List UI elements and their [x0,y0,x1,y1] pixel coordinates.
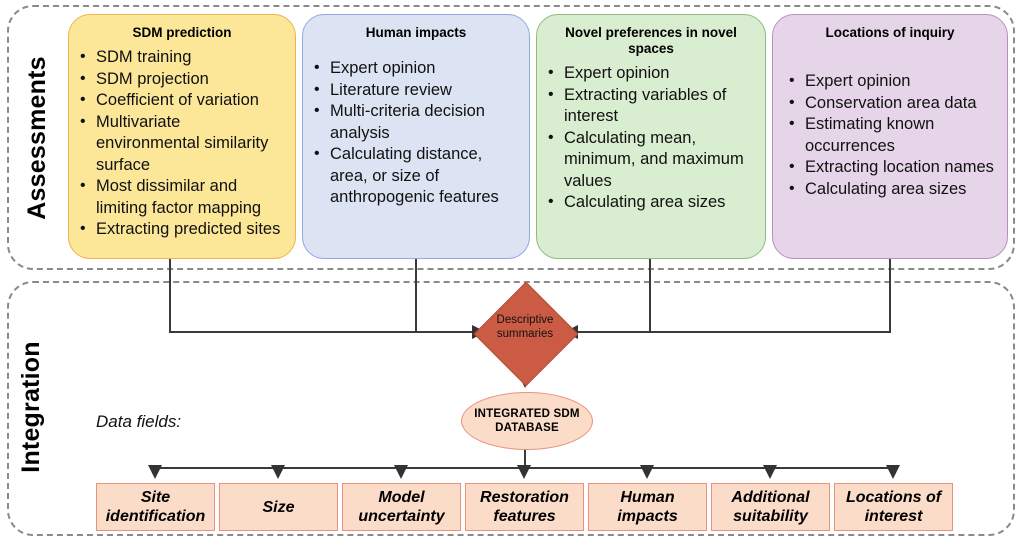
list-item: Estimating known occurrences [781,113,999,157]
list-item: Expert opinion [311,57,521,80]
field-box-model-uncertainty: Model uncertainty [342,483,461,531]
list-item: Extracting location names [781,156,999,179]
list-item: Calculating area sizes [545,191,757,214]
field-line1: Locations of [845,489,942,506]
list-item: Conservation area data [781,92,999,115]
card-list-novel-preferences: Expert opinion Extracting variables of i… [545,62,757,214]
field-box-human-impacts: Human impacts [588,483,707,531]
list-item: Expert opinion [545,62,757,85]
field-line2: interest [864,508,923,525]
field-line2: impacts [617,508,678,525]
integrated-sdm-database-label: INTEGRATED SDM DATABASE [474,407,579,435]
assessments-section [7,5,1015,270]
card-novel-preferences: Novel preferences in novel spaces Expert… [536,14,766,259]
list-item: Extracting variables of interest [545,84,757,128]
field-box-size: Size [219,483,338,531]
field-line1: Restoration [480,489,569,506]
integrated-sdm-database-node: INTEGRATED SDM DATABASE [461,392,593,450]
list-item: SDM training [77,46,287,69]
card-list-human-impacts: Expert opinion Literature review Multi-c… [311,57,521,209]
list-item: Calculating area sizes [781,178,999,201]
card-title-human-impacts: Human impacts [365,25,467,40]
field-line2: features [493,508,556,525]
field-box-additional-suitability: Additional suitability [711,483,830,531]
list-item: Multi-criteria decision analysis [311,100,521,144]
field-line1: Size [262,498,295,516]
field-box-site-identification: Site identification [96,483,215,531]
field-line1: Human [620,489,675,506]
field-line1: Site [140,489,171,506]
field-line2: uncertainty [358,508,445,525]
list-item: Coefficient of variation [77,89,287,112]
database-line2: DATABASE [495,422,559,434]
card-locations-of-inquiry: Locations of inquiry Expert opinion Cons… [772,14,1008,259]
field-line1: Additional [731,489,810,506]
card-list-sdm-prediction: SDM training SDM projection Coefficient … [77,46,287,241]
list-item: Multivariate environmental similarity su… [77,111,287,177]
integration-section [7,281,1015,536]
descriptive-summaries-line1: Descriptive [496,314,554,326]
list-item: Most dissimilar and limiting factor mapp… [77,175,287,219]
descriptive-summaries-label: Descriptive summaries [479,313,571,341]
list-item: SDM projection [77,68,287,91]
card-human-impacts: Human impacts Expert opinion Literature … [302,14,530,259]
card-title-locations-of-inquiry: Locations of inquiry [825,25,955,40]
card-list-locations-of-inquiry: Expert opinion Conservation area data Es… [781,70,999,201]
list-item: Calculating distance, area, or size of a… [311,143,521,209]
list-item: Expert opinion [781,70,999,93]
descriptive-summaries-line2: summaries [496,328,554,340]
field-line1: Model [378,489,425,506]
data-fields-label: Data fields: [96,412,182,431]
list-item: Extracting predicted sites [77,218,287,241]
list-item: Literature review [311,79,521,102]
field-line2: suitability [733,508,808,525]
field-box-restoration-features: Restoration features [465,483,584,531]
database-line1: INTEGRATED SDM [474,408,580,420]
field-box-locations-of-interest: Locations of interest [834,483,953,531]
card-title-novel-preferences: Novel preferences in novel spaces [565,25,737,56]
list-item: Calculating mean, minimum, and maximum v… [545,127,757,193]
card-title-sdm-prediction: SDM prediction [132,25,232,40]
field-line2: identification [105,508,206,525]
card-sdm-prediction: SDM prediction SDM training SDM projecti… [68,14,296,259]
